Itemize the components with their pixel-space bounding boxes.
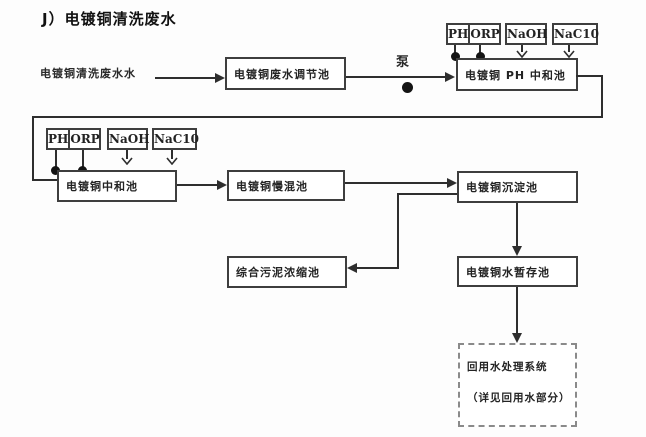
arrowhead-down-icon — [512, 333, 522, 343]
edge-sludge-1 — [397, 193, 457, 195]
edge-naoh-dose — [126, 150, 128, 159]
orp-cell: ORP — [70, 132, 100, 146]
down-vee-arrow-icon — [166, 157, 178, 165]
naclo-dosing-left: NaC10 — [152, 128, 199, 150]
edge-slowmix-to-sediment — [345, 182, 448, 184]
arrowhead-right-icon — [215, 73, 225, 83]
ph-orp-meter-top: PH ORP — [446, 23, 501, 45]
node-adjust-tank: 电镀铜废水调节池 — [225, 57, 346, 90]
node-slow-mix-tank: 电镀铜慢混池 — [227, 170, 345, 201]
node-adjust-tank-label: 电镀铜废水调节池 — [234, 67, 330, 81]
node-ph-neutralize-tank-label: 电镀铜 PH 中和池 — [465, 68, 566, 82]
arrowhead-left-icon — [347, 263, 357, 273]
edge-wrap-5 — [32, 179, 58, 181]
edge-orp-probe — [479, 45, 481, 57]
edge-sludge-2 — [397, 193, 399, 269]
arrowhead-right-icon — [447, 178, 457, 188]
naclo-dosing-top: NaC10 — [552, 23, 599, 45]
node-reuse-system: 回用水处理系统 （详见回用水部分） — [458, 343, 577, 427]
edge-naclo-dose — [171, 150, 173, 159]
orp-cell: ORP — [470, 27, 500, 41]
arrowhead-right-icon — [445, 72, 455, 82]
node-sediment-tank-label: 电镀铜沉淀池 — [466, 181, 538, 194]
node-reuse-system-note: （详见回用水部分） — [467, 392, 571, 404]
edge-feed-to-adjust — [155, 77, 217, 79]
down-vee-arrow-icon — [121, 157, 133, 165]
feed-water-label: 电镀铜清洗废水水 — [40, 67, 136, 80]
probe-dot-icon — [476, 52, 485, 61]
arrowhead-down-icon — [512, 246, 522, 256]
ph-cell: PH — [48, 130, 71, 148]
edge-wrap-1 — [576, 75, 603, 77]
naoh-dosing-top: NaOH — [505, 23, 548, 45]
arrowhead-right-icon — [217, 180, 227, 190]
node-sludge-thickener: 综合污泥浓缩池 — [227, 256, 347, 288]
node-reuse-system-label: 回用水处理系统 — [467, 361, 548, 373]
edge-adjust-to-ph — [346, 76, 446, 78]
edge-wrap-2 — [601, 75, 603, 118]
edge-neutralize-to-slowmix — [177, 184, 219, 186]
node-ph-neutralize-tank: 电镀铜 PH 中和池 — [456, 58, 578, 91]
node-sediment-tank: 电镀铜沉淀池 — [457, 171, 578, 203]
pump-label: 泵 — [396, 55, 410, 70]
edge-naclo-dose — [568, 45, 570, 52]
node-water-storage-tank: 电镀铜水暂存池 — [457, 256, 578, 287]
edge-wrap-3 — [32, 116, 603, 118]
edge-sediment-to-storage — [516, 203, 518, 247]
down-vee-arrow-icon — [516, 50, 528, 58]
ph-cell: PH — [448, 25, 471, 43]
probe-dot-icon — [51, 166, 60, 175]
diagram-title: J）电镀铜清洗废水 — [42, 10, 177, 28]
node-slow-mix-tank-label: 电镀铜慢混池 — [236, 179, 308, 193]
pump-dot-icon — [402, 82, 413, 93]
edge-ph-probe — [55, 150, 57, 168]
down-vee-arrow-icon — [563, 50, 575, 58]
edge-storage-to-reuse — [516, 287, 518, 334]
node-water-storage-tank-label: 电镀铜水暂存池 — [466, 265, 550, 279]
naoh-dosing-left: NaOH — [107, 128, 150, 150]
edge-ph-probe — [454, 45, 456, 57]
ph-orp-meter-left: PH ORP — [46, 128, 101, 150]
edge-orp-probe — [82, 150, 84, 168]
edge-wrap-4 — [32, 116, 34, 181]
edge-naoh-dose — [521, 45, 523, 52]
edge-sludge-3 — [355, 267, 399, 269]
node-neutralize-tank: 电镀铜中和池 — [57, 170, 177, 202]
node-neutralize-tank-label: 电镀铜中和池 — [66, 180, 138, 193]
probe-dot-icon — [451, 52, 460, 61]
node-sludge-thickener-label: 综合污泥浓缩池 — [236, 266, 320, 279]
